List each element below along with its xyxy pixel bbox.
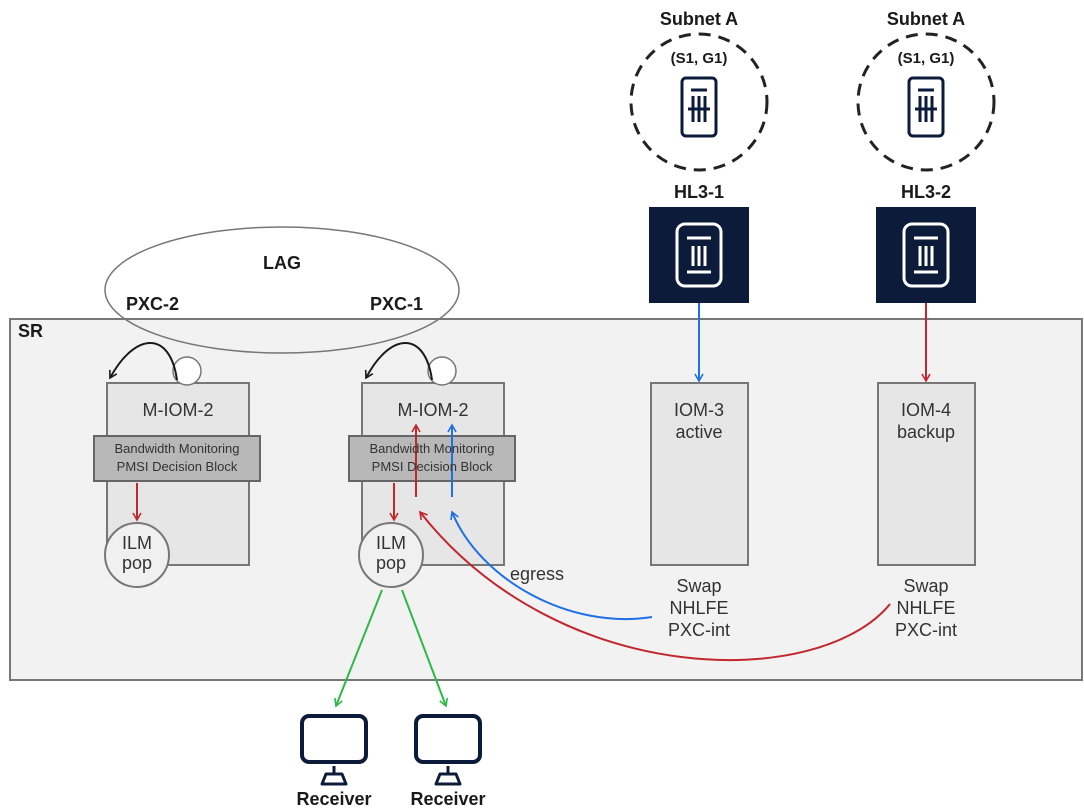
block-line-2: PMSI Decision Block bbox=[371, 459, 493, 474]
pxc-2-port bbox=[172, 356, 202, 386]
note-line-3: PXC-int bbox=[894, 620, 958, 640]
card-iom-4 bbox=[877, 382, 976, 566]
receiver-label-2: Receiver bbox=[410, 789, 486, 809]
loopback-arrow-pxc-2 bbox=[109, 342, 178, 381]
server-icon bbox=[680, 76, 718, 138]
ilm-pop-right bbox=[358, 522, 424, 588]
router-icon bbox=[675, 222, 723, 288]
card-title: M-IOM-2 bbox=[397, 400, 469, 420]
ilm-label: ILM bbox=[375, 533, 407, 553]
subnet-1-label: Subnet A bbox=[659, 9, 739, 29]
note-line-1: Swap bbox=[676, 576, 722, 596]
blue-egress-curve bbox=[450, 510, 653, 621]
egress-label: egress bbox=[510, 564, 565, 584]
card-title: IOM-3 bbox=[673, 400, 725, 420]
green-arrow-receiver-2 bbox=[401, 589, 449, 708]
subnet-2-label: Subnet A bbox=[886, 9, 966, 29]
decision-block-left bbox=[93, 435, 261, 482]
note-line-2: NHLFE bbox=[669, 598, 729, 618]
subnet-2-group: (S1, G1) bbox=[897, 50, 955, 67]
lag-label: LAG bbox=[263, 253, 301, 273]
monitor-icon bbox=[414, 714, 482, 786]
card-iom-3 bbox=[650, 382, 749, 566]
block-line-1: Bandwidth Monitoring bbox=[114, 441, 240, 456]
card-title: IOM-4 bbox=[900, 400, 952, 420]
pop-label: pop bbox=[121, 553, 153, 573]
pxc-1-port bbox=[427, 356, 457, 386]
note-line-1: Swap bbox=[903, 576, 949, 596]
lag-ellipse bbox=[104, 226, 460, 354]
card-status: active bbox=[675, 422, 723, 442]
card-status: backup bbox=[896, 422, 956, 442]
subnet-1-group: (S1, G1) bbox=[670, 50, 728, 67]
note-line-2: NHLFE bbox=[896, 598, 956, 618]
server-icon bbox=[907, 76, 945, 138]
receiver-label-1: Receiver bbox=[296, 789, 372, 809]
ilm-pop-left bbox=[104, 522, 170, 588]
card-title: M-IOM-2 bbox=[142, 400, 214, 420]
pxc-2-label: PXC-2 bbox=[126, 294, 180, 314]
note-line-3: PXC-int bbox=[667, 620, 731, 640]
router-icon bbox=[902, 222, 950, 288]
block-line-1: Bandwidth Monitoring bbox=[369, 441, 495, 456]
sr-label: SR bbox=[18, 321, 44, 341]
green-arrow-receiver-1 bbox=[334, 589, 383, 708]
block-line-2: PMSI Decision Block bbox=[116, 459, 238, 474]
pop-label: pop bbox=[375, 553, 407, 573]
decision-block-right bbox=[348, 435, 516, 482]
red-egress-curve bbox=[419, 510, 891, 662]
pxc-1-label: PXC-1 bbox=[370, 294, 424, 314]
ilm-label: ILM bbox=[121, 533, 153, 553]
host-2-label: HL3-2 bbox=[900, 182, 952, 202]
loopback-arrow-pxc-1 bbox=[364, 342, 433, 381]
monitor-icon bbox=[300, 714, 368, 786]
host-1-label: HL3-1 bbox=[673, 182, 725, 202]
